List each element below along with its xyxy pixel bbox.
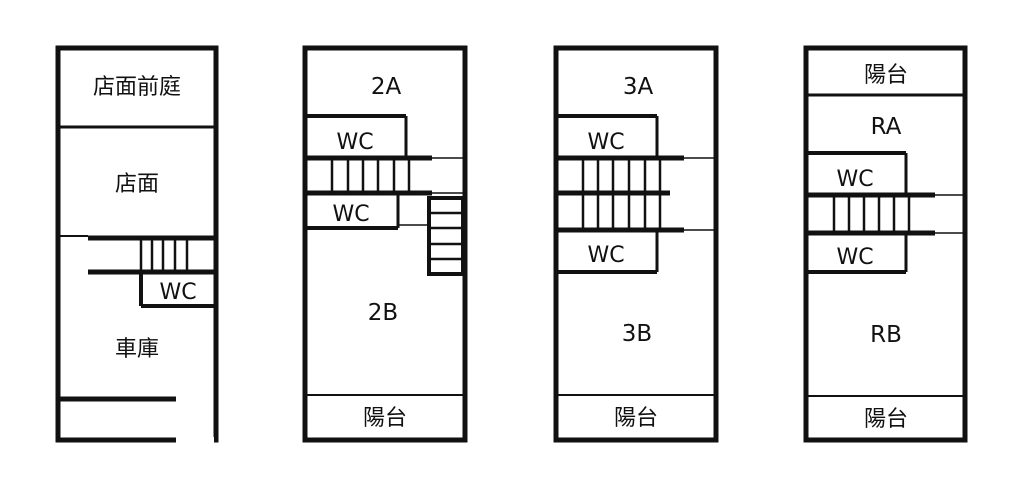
plan-roof-floor (803, 45, 968, 443)
label-wc-upper: WC (836, 167, 873, 192)
label-wc-lower: WC (836, 245, 873, 270)
label-balcony: 陽台 (614, 406, 658, 431)
label-wc-lower: WC (332, 202, 369, 227)
label-room-rb: RB (870, 322, 902, 348)
staircase (139, 238, 189, 272)
outer-wall (553, 45, 719, 443)
label-balcony: 陽台 (363, 406, 407, 431)
staircase (581, 158, 662, 193)
label-wc-lower: WC (587, 243, 624, 268)
plan-ground-floor (55, 45, 219, 443)
plan-second-floor (302, 45, 468, 443)
outer-wall (803, 45, 968, 443)
label-room-3b: 3B (622, 321, 652, 347)
staircase (330, 158, 411, 193)
plan-third-floor (553, 45, 719, 443)
outer-wall (55, 45, 219, 443)
staircase (581, 195, 662, 230)
label-balcony-front: 陽台 (864, 63, 908, 88)
label-front-yard: 店面前庭 (93, 75, 181, 100)
label-garage: 車庫 (115, 337, 159, 362)
label-wc-upper: WC (336, 130, 373, 155)
label-balcony-back: 陽台 (864, 407, 908, 432)
staircase (429, 211, 463, 261)
label-room-ra: RA (871, 114, 902, 140)
label-wc: WC (159, 280, 196, 305)
label-room-2a: 2A (371, 74, 402, 100)
label-shop: 店面 (115, 172, 159, 197)
side-staircase (427, 196, 465, 276)
staircase (832, 195, 911, 233)
label-room-2b: 2B (368, 300, 398, 326)
label-wc-upper: WC (587, 130, 624, 155)
label-room-3a: 3A (623, 74, 654, 100)
